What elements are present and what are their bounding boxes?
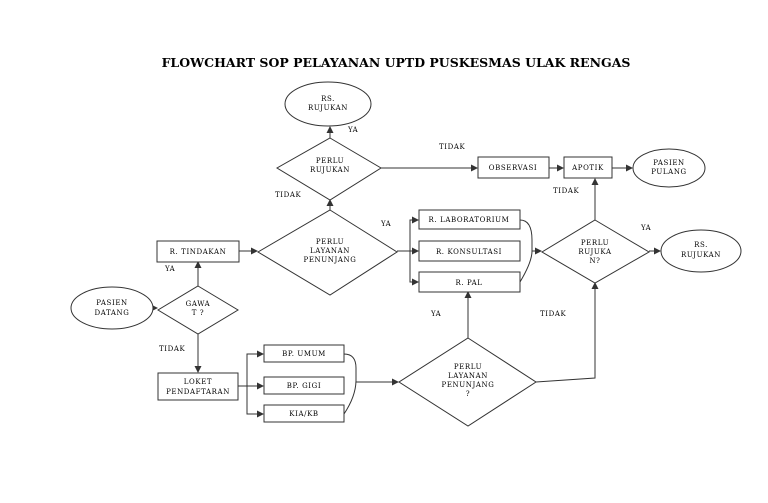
edge-label-ya-rs-right: YA	[640, 224, 652, 232]
node-perlu-layanan-penunjang-bottom-shape	[398, 337, 537, 427]
node-perlu-layanan-penunjang-bottom: PERLU LAYANAN PENUNJANG ?	[398, 337, 537, 427]
edge-fan-kia	[246, 386, 264, 418]
node-perlu-layanan-penunjang-bottom-label-line-4: ?	[466, 390, 470, 398]
node-pasien-pulang-label-line-2: PULANG	[651, 168, 687, 176]
edge-label-ya-rujukan: YA	[347, 126, 359, 134]
edge-fan-umum	[246, 350, 264, 386]
node-kia-kb: KIA/KB	[263, 404, 345, 423]
edge-label-tidak-bottom: TIDAK	[540, 310, 567, 318]
node-bp-gigi-shape	[263, 376, 345, 395]
node-apotik-label-line-1: APOTIK	[571, 164, 604, 172]
node-pasien-datang: PASIEN DATANG	[70, 286, 154, 330]
node-pasien-pulang-shape	[632, 148, 706, 188]
edge-label-tidak-perlu-rujukan: TIDAK	[275, 191, 302, 199]
node-perlu-rujukan-2-shape	[541, 219, 650, 284]
node-r-laboratorium: R. LABORATORIUM	[418, 209, 521, 230]
edge-labels: YA TIDAK TIDAK YA TIDAK YA YA TIDAK YA T…	[159, 126, 652, 353]
node-perlu-layanan-penunjang-top: PERLU LAYANAN PENUNJANG	[257, 209, 398, 296]
edge-label-ya-penunjang: YA	[380, 220, 392, 228]
node-loket-pendaftaran-label-line-1: LOKET	[184, 378, 212, 386]
node-perlu-rujukan-label-line-2: RUJUKAN	[310, 166, 350, 174]
node-rs-rujukan-right: RS. RUJUKAN	[660, 229, 742, 273]
node-pasien-pulang: PASIEN PULANG	[632, 148, 706, 188]
node-perlu-rujukan-2-label-line-3: N?	[589, 257, 600, 265]
node-pasien-datang-label-line-2: DATANG	[95, 309, 130, 317]
node-perlu-layanan-penunjang-top-shape	[257, 209, 398, 296]
diagram-title: FLOWCHART SOP PELAYANAN UPTD PUSKESMAS U…	[162, 55, 631, 70]
node-r-laboratorium-shape	[418, 209, 521, 230]
node-perlu-layanan-penunjang-top-label-line-3: PENUNJANG	[304, 256, 357, 264]
connectors	[151, 126, 661, 418]
node-apotik-shape	[563, 156, 613, 179]
node-perlu-layanan-penunjang-bottom-label-line-1: PERLU	[454, 363, 482, 371]
node-bp-gigi: BP. GIGI	[263, 376, 345, 395]
edge-label-tidak-gawat: TIDAK	[159, 345, 186, 353]
node-loket-pendaftaran-label-line-2: PENDAFTARAN	[166, 388, 230, 396]
edge-label-ya-bottom: YA	[430, 310, 442, 318]
node-loket-pendaftaran: LOKET PENDAFTARAN	[157, 372, 239, 401]
node-perlu-rujukan-2-label-line-1: PERLU	[581, 239, 609, 247]
edge-label-tidak-apotik: TIDAK	[553, 187, 580, 195]
node-bp-umum: BP. UMUM	[263, 344, 345, 363]
node-r-tindakan-shape	[156, 240, 240, 263]
node-gawat-shape	[157, 285, 239, 335]
node-r-tindakan-label-line-1: R. TINDAKAN	[170, 248, 227, 256]
node-r-konsultasi-shape	[418, 240, 521, 262]
node-rs-rujukan-right-label-line-2: RUJUKAN	[681, 251, 721, 259]
node-perlu-rujukan-label-line-1: PERLU	[316, 157, 344, 165]
node-r-konsultasi-label-line-1: R. KONSULTASI	[436, 248, 502, 256]
node-r-konsultasi: R. KONSULTASI	[418, 240, 521, 262]
node-rs-rujukan-top: RS. RUJUKAN	[284, 81, 372, 127]
node-perlu-layanan-penunjang-top-label-line-2: LAYANAN	[310, 247, 350, 255]
node-bp-gigi-label-line-1: BP. GIGI	[287, 382, 321, 390]
edge-bp-brace	[343, 353, 357, 415]
node-r-pal: R. PAL	[418, 271, 521, 293]
node-rs-rujukan-right-shape	[660, 229, 742, 273]
edge-label-ya-gawat: YA	[164, 265, 176, 273]
edge-label-tidak-observasi: TIDAK	[439, 143, 466, 151]
node-loket-pendaftaran-shape	[157, 372, 239, 401]
edge-fan-lab	[409, 216, 419, 251]
node-r-laboratorium-label-line-1: R. LABORATORIUM	[429, 216, 510, 224]
node-gawat: GAWA T ?	[157, 285, 239, 335]
node-pasien-datang-label-line-1: PASIEN	[96, 299, 128, 307]
node-r-pal-label-line-1: R. PAL	[455, 279, 482, 287]
edge-layanan-bottom-to-rujukan2	[535, 282, 599, 383]
node-bp-umum-shape	[263, 344, 345, 363]
node-bp-umum-label-line-1: BP. UMUM	[282, 350, 326, 358]
node-perlu-layanan-penunjang-bottom-label-line-3: PENUNJANG	[442, 381, 495, 389]
node-perlu-layanan-penunjang-top-label-line-1: PERLU	[316, 238, 344, 246]
node-perlu-rujukan-shape	[276, 137, 382, 201]
node-perlu-rujukan: PERLU RUJUKAN	[276, 137, 382, 201]
edge-fan-pal	[409, 251, 419, 286]
node-observasi: OBSERVASI	[477, 156, 550, 179]
node-observasi-label-line-1: OBSERVASI	[489, 164, 537, 172]
node-kia-kb-label-line-1: KIA/KB	[289, 410, 318, 418]
node-observasi-shape	[477, 156, 550, 179]
node-rs-rujukan-top-label-line-2: RUJUKAN	[308, 104, 348, 112]
edge-labs-brace	[519, 219, 533, 283]
node-pasien-datang-shape	[70, 286, 154, 330]
node-apotik: APOTIK	[563, 156, 613, 179]
node-pasien-pulang-label-line-1: PASIEN	[653, 159, 685, 167]
node-gawat-label-line-1: GAWA	[186, 300, 211, 308]
node-perlu-layanan-penunjang-bottom-label-line-2: LAYANAN	[448, 372, 488, 380]
node-r-pal-shape	[418, 271, 521, 293]
node-kia-kb-shape	[263, 404, 345, 423]
node-r-tindakan: R. TINDAKAN	[156, 240, 240, 263]
node-perlu-rujukan-2: PERLU RUJUKA N?	[541, 219, 650, 284]
node-rs-rujukan-right-label-line-1: RS.	[694, 241, 708, 249]
node-gawat-label-line-2: T ?	[192, 309, 204, 317]
node-perlu-rujukan-2-label-line-2: RUJUKA	[578, 248, 612, 256]
node-rs-rujukan-top-label-line-1: RS.	[321, 95, 335, 103]
node-rs-rujukan-top-shape	[284, 81, 372, 127]
